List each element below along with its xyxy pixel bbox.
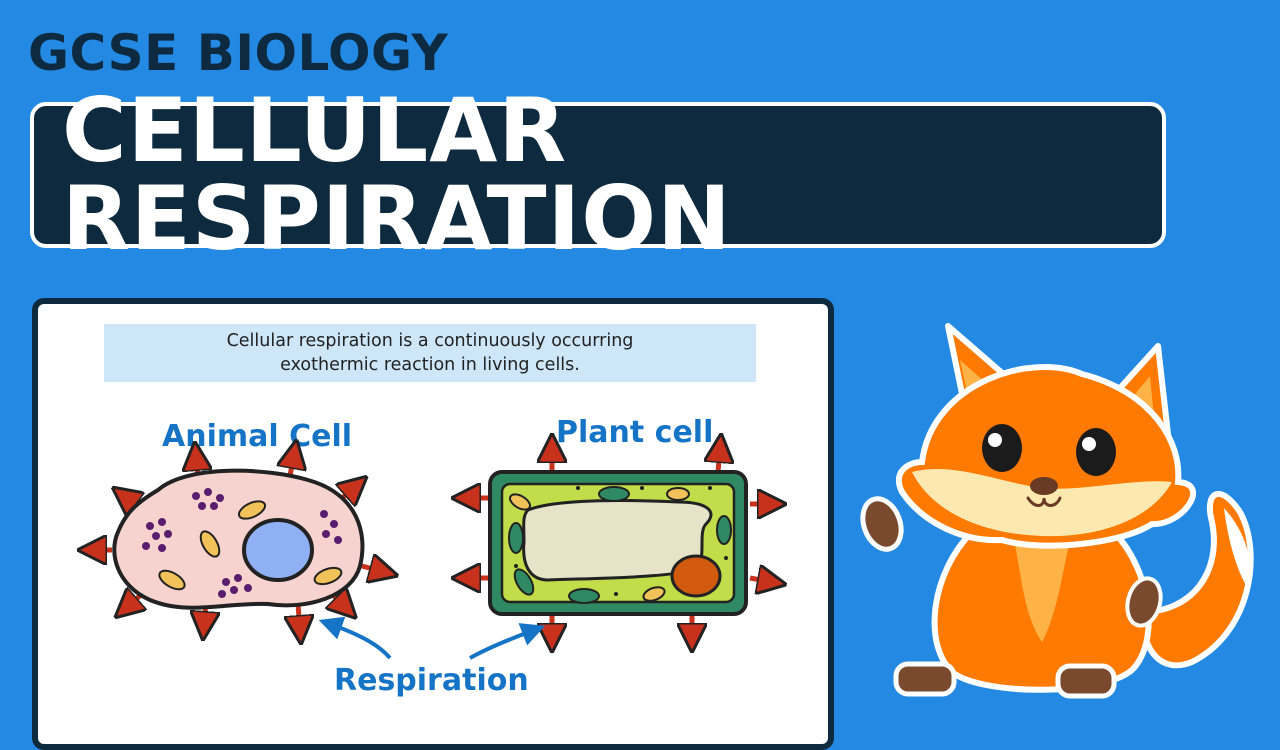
plant-cell-label: Plant cell (556, 415, 713, 450)
definition-line-2: exothermic reaction in living cells. (280, 355, 580, 375)
animal-cell-illustration (112, 468, 365, 610)
plant-cell-illustration (488, 470, 748, 616)
title-banner: CELLULAR RESPIRATION (30, 87, 1166, 263)
subject-label: GCSE BIOLOGY (28, 24, 449, 82)
cells-diagram: Animal Cell Plant cell Respiration (38, 415, 828, 698)
definition-banner: Cellular respiration is a continuously o… (104, 324, 756, 382)
page-title: CELLULAR RESPIRATION (62, 79, 732, 270)
definition-line-1: Cellular respiration is a continuously o… (226, 331, 634, 351)
respiration-pointer-arrows (318, 616, 546, 660)
fox-mascot-illustration (860, 323, 1254, 699)
diagram-card: Cellular respiration is a continuously o… (32, 298, 834, 750)
plant-cell-arrows (466, 448, 772, 638)
respiration-label: Respiration (334, 663, 529, 698)
animal-cell-label: Animal Cell (162, 419, 352, 454)
